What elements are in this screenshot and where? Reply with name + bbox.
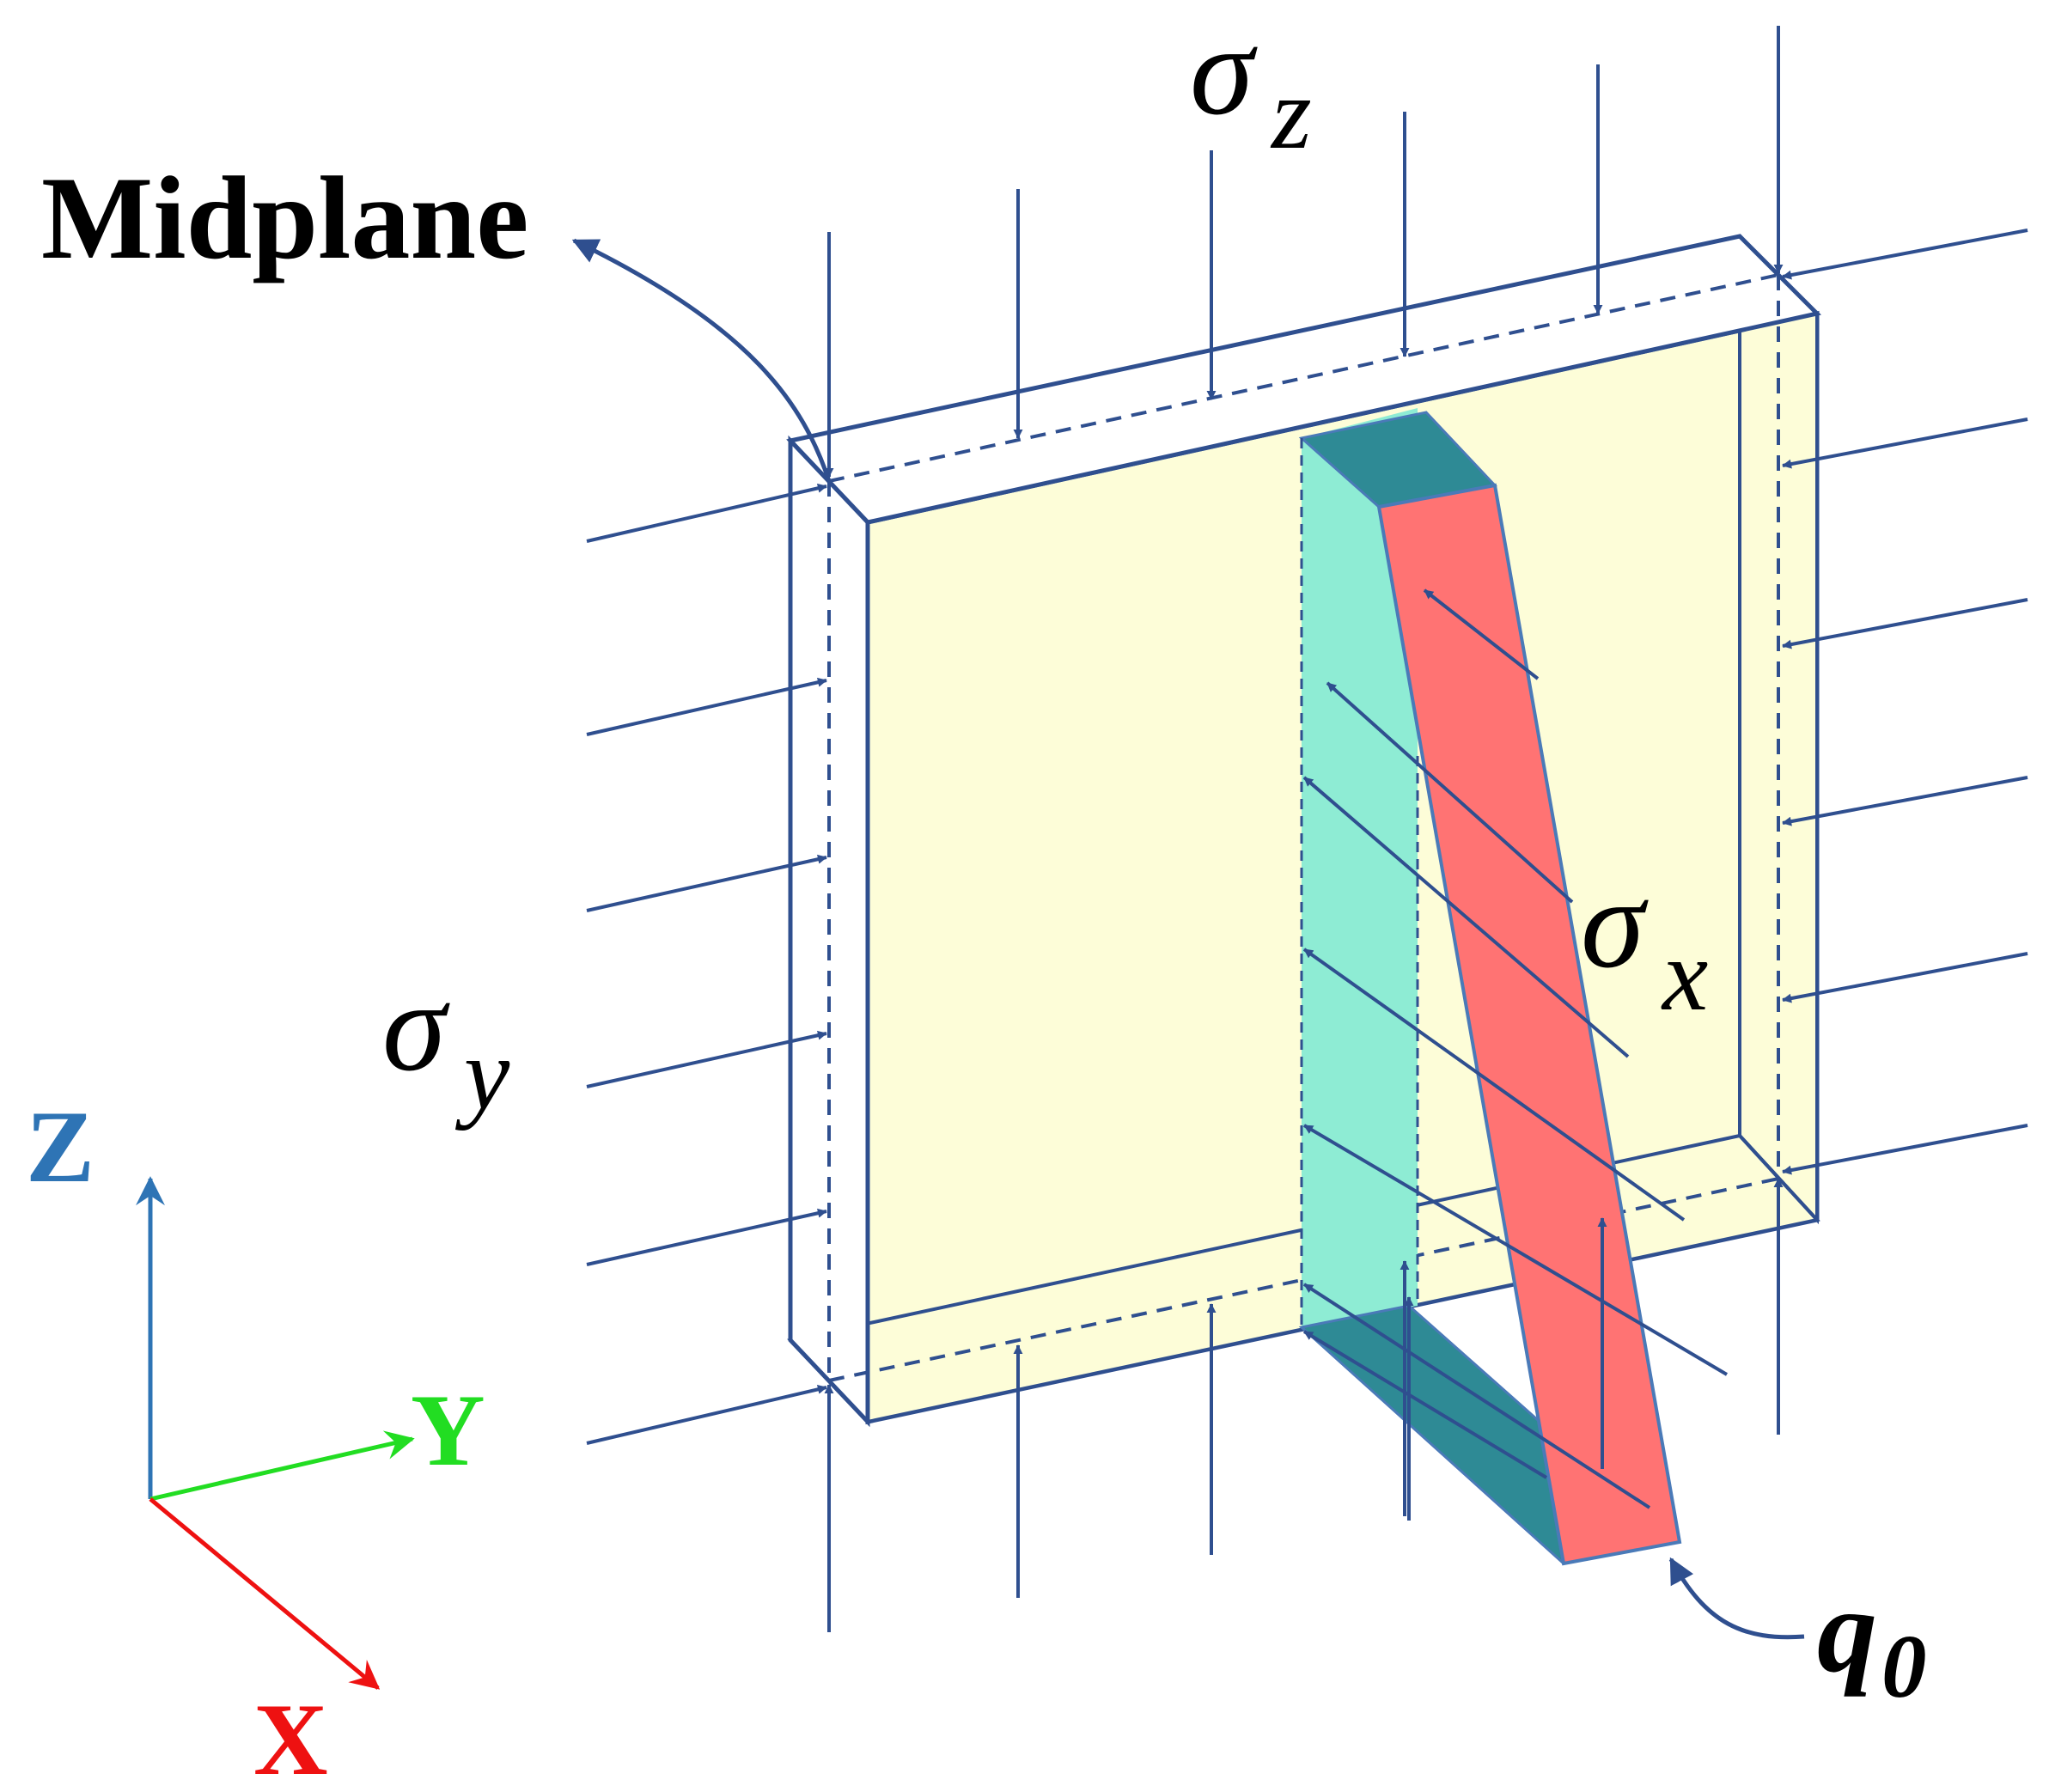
midplane-label: Midplane [41,152,528,283]
sigma-x-crack-arrow-1 [1326,681,1574,904]
sigma-y-symbol: σ [382,955,450,1098]
sigma-z-symbol: σ [1190,0,1258,142]
sigma-y-right-arrow-4 [1782,952,2028,1003]
sigma-x-crack-arrow-2 [1302,776,1630,1058]
sigma-x-crack-arrow-4 [1302,1124,1729,1376]
sigma-y-left-arrow-4 [586,1208,827,1266]
sigma-x-subscript: x [1661,917,1708,1032]
sigma-x-crack-arrow-3 [1302,948,1686,1222]
q0-leader [1668,1557,1805,1640]
q0-subscript: 0 [1881,1616,1927,1716]
y-axis [149,1430,415,1502]
sigma-y-left-arrow-3 [586,1030,827,1088]
crack-front-strip [1376,483,1682,1566]
sigma-x-symbol: σ [1581,852,1649,995]
sigma-x-crack-arrow-0 [1423,588,1540,680]
coordinate-axes [136,1176,415,1690]
load-arrows [586,26,2028,1632]
x-axis [149,1497,381,1690]
sigma-x-crack-arrow-5 [1302,1283,1651,1509]
sigma-y-label: σ y [382,955,510,1131]
sigma-y-subscript: y [454,1016,510,1131]
sigma-y-right-arrow-3 [1782,776,2028,826]
midplane-leader [571,238,832,482]
crack-face [1302,408,1418,1327]
y-axis-label: Y [411,1373,485,1487]
x-axis-label: X [253,1682,328,1792]
sigma-y-right-arrow-5 [1782,1124,2028,1175]
sigma-x-label: σ x [1581,852,1708,1032]
q0-symbol: q [1817,1564,1877,1698]
sigma-y-left-arrow-5 [586,1384,827,1445]
sigma-y-left-arrow-1 [586,677,827,736]
sigma-y-right-arrow-1 [1782,418,2028,469]
sigma-y-left-arrow-2 [586,854,827,912]
z-axis-label: Z [26,1089,95,1204]
sigma-x-crack-arrow-6 [1302,1330,1548,1479]
plate-corner-ticks [789,235,1819,1423]
sigma-y-right-arrow-0 [1782,229,2028,280]
q0-label: q 0 [1817,1564,1927,1716]
sigma-z-subscript: z [1270,56,1312,170]
crack [1298,408,1682,1566]
sigma-z-label: σ z [1190,0,1312,170]
sigma-y-left-arrow-0 [586,483,827,543]
sigma-y-right-arrow-2 [1782,598,2028,649]
